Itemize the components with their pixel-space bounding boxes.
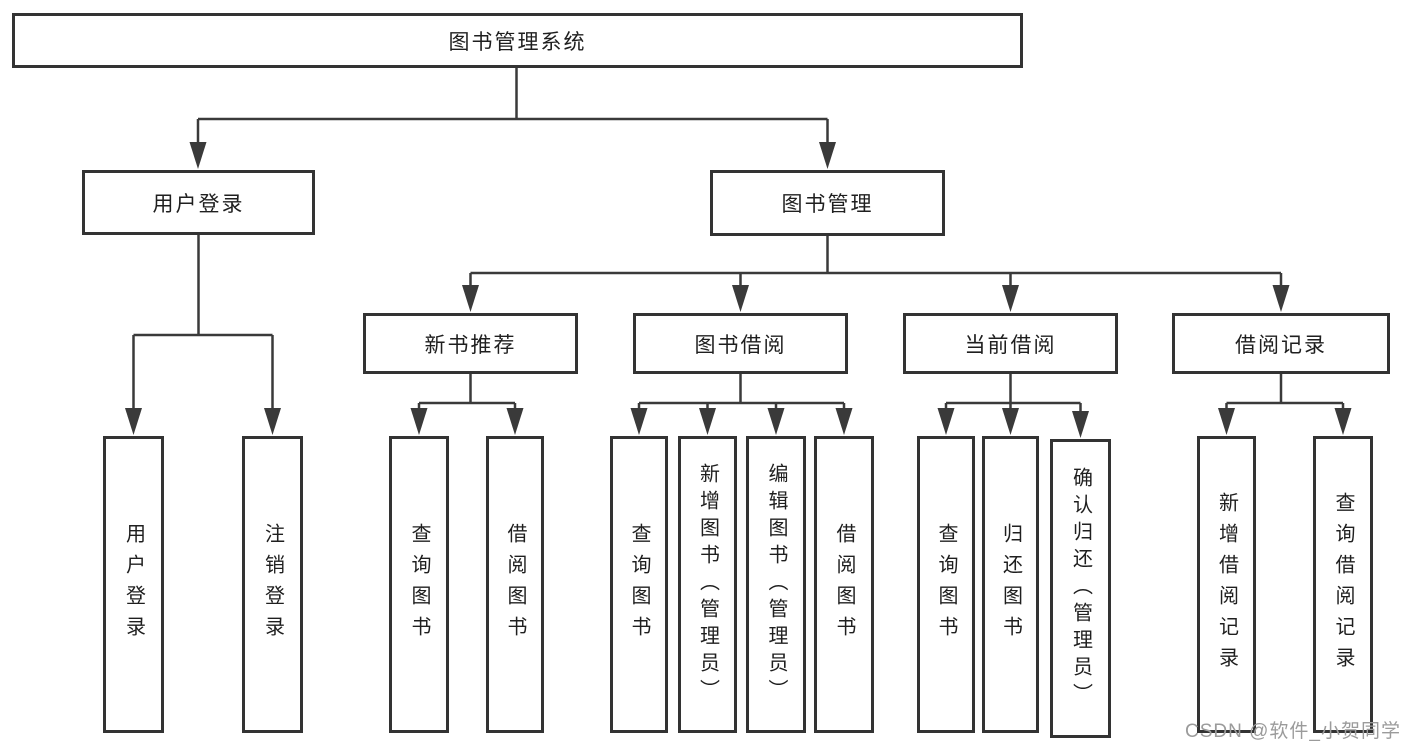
node-label: 注销登录 xyxy=(261,522,284,647)
leaf-borrow-books: 借阅图书 xyxy=(814,436,874,733)
leaf-logout: 注销登录 xyxy=(242,436,303,733)
leaf-add-books-admin: 新增图书（管理员） xyxy=(678,436,737,733)
node-label: 图书借阅 xyxy=(694,333,787,357)
node-user-login: 用户登录 xyxy=(82,170,315,235)
node-label: 查询借阅记录 xyxy=(1332,491,1354,678)
leaf-query-borrow-record: 查询借阅记录 xyxy=(1313,436,1373,733)
leaf-return-books: 归还图书 xyxy=(982,436,1039,733)
leaf-edit-books-admin: 编辑图书（管理员） xyxy=(746,436,806,733)
node-label: 用户登录 xyxy=(152,192,245,216)
node-book-management: 图书管理 xyxy=(710,170,945,236)
node-label: 借阅记录 xyxy=(1235,333,1327,357)
leaf-add-borrow-record: 新增借阅记录 xyxy=(1197,436,1256,733)
node-current-borrowing: 当前借阅 xyxy=(903,313,1118,374)
node-label: 新增借阅记录 xyxy=(1215,491,1238,678)
node-label: 查询图书 xyxy=(935,522,957,647)
leaf-user-login: 用户登录 xyxy=(103,436,164,733)
node-label: 用户登录 xyxy=(122,522,145,647)
node-label: 编辑图书（管理员） xyxy=(765,463,787,706)
node-new-book-recommend: 新书推荐 xyxy=(363,313,578,374)
node-label: 归还图书 xyxy=(999,522,1022,647)
leaf-query-books-current: 查询图书 xyxy=(917,436,975,733)
leaf-borrow-books-recommend: 借阅图书 xyxy=(486,436,544,733)
node-borrowing-records: 借阅记录 xyxy=(1172,313,1390,374)
node-label: 查询图书 xyxy=(628,522,650,647)
node-book-borrowing: 图书借阅 xyxy=(633,313,848,374)
node-label: 查询图书 xyxy=(408,522,430,647)
node-label: 图书管理系统 xyxy=(448,30,587,54)
csdn-watermark: CSDN @软件_小贺同学 xyxy=(1185,721,1401,742)
node-label: 新增图书（管理员） xyxy=(696,463,719,706)
node-label: 借阅图书 xyxy=(504,522,526,647)
node-label: 新书推荐 xyxy=(424,333,517,357)
leaf-confirm-return-admin: 确认归还（管理员） xyxy=(1050,439,1111,738)
node-label: 图书管理 xyxy=(781,193,874,216)
node-library-management-system: 图书管理系统 xyxy=(12,13,1023,68)
node-label: 确认归还（管理员） xyxy=(1069,467,1092,710)
node-label: 当前借阅 xyxy=(964,333,1057,357)
node-label: 借阅图书 xyxy=(833,522,855,647)
leaf-query-books-recommend: 查询图书 xyxy=(389,436,449,733)
leaf-query-books-borrowing: 查询图书 xyxy=(610,436,668,733)
